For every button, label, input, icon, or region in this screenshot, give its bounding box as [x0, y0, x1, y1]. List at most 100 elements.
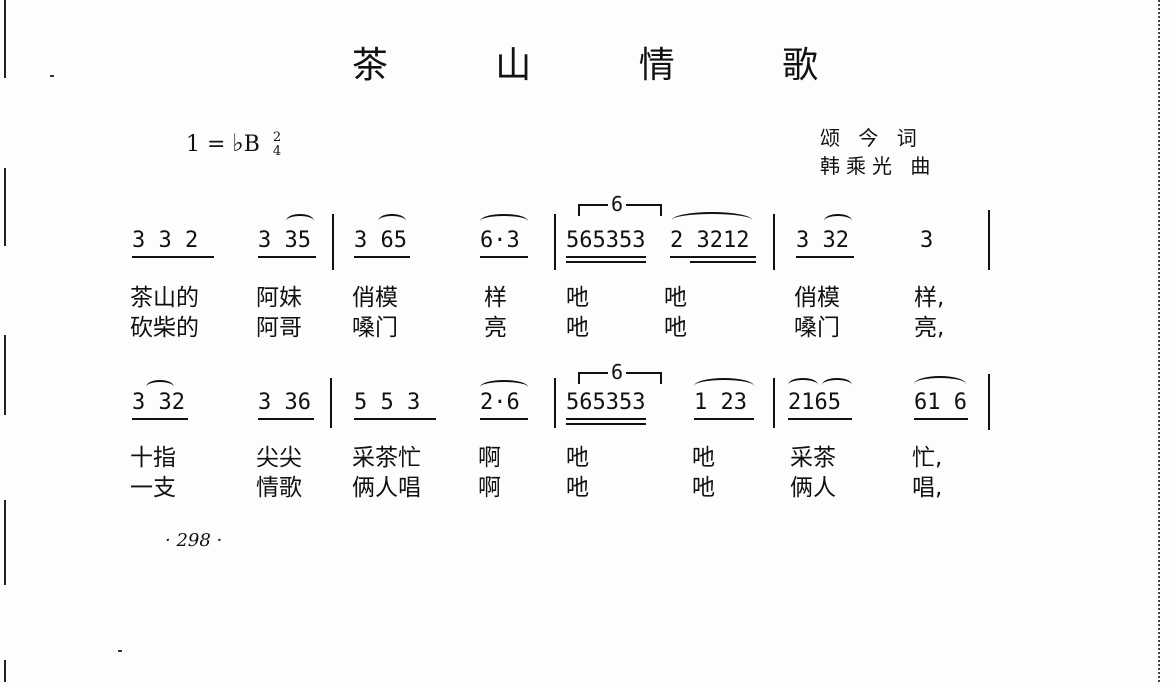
margin-line-2 [4, 168, 6, 246]
lyric-syllable: 亮 [484, 315, 507, 341]
lyric-syllable: 忙, [912, 445, 943, 471]
jianpu-beat: 565353 [566, 390, 646, 415]
jianpu-beat: 6·3 [480, 228, 520, 253]
speck [118, 650, 122, 652]
jianpu-beat: 3 36 [258, 390, 311, 415]
credits: 颂 今 词 韩乘光 曲 [820, 124, 936, 180]
lyric-syllable: 十指 [130, 445, 176, 471]
lyric-syllable: 吔 [566, 315, 589, 341]
tuplet-number: 6 [608, 360, 627, 384]
lyric-syllable: 采茶忙 [352, 445, 421, 471]
lyric-syllable: 吔 [692, 445, 715, 471]
composer: 韩乘光 曲 [820, 154, 937, 178]
beat-underline [796, 256, 854, 258]
barline [773, 378, 775, 428]
lyric-syllable: 吔 [692, 475, 715, 501]
lyric-syllable: 啊 [478, 445, 501, 471]
slur [286, 214, 314, 228]
slur [480, 214, 528, 228]
margin-line-5 [4, 660, 6, 682]
page-number: · 298 · [165, 530, 223, 551]
jianpu-beat: 2·6 [480, 390, 520, 415]
lyric-syllable: 唱, [912, 475, 943, 501]
slur [824, 214, 852, 228]
slur [146, 380, 174, 394]
lyric-syllable: 吔 [566, 475, 589, 501]
flat-symbol: ♭ [232, 128, 244, 157]
barline [554, 214, 556, 270]
time-denominator: 4 [272, 144, 282, 159]
jianpu-beat: 2 3212 [670, 228, 750, 253]
right-edge-marks [1158, 0, 1163, 682]
lyric-syllable: 样 [484, 285, 507, 311]
lyric-syllable: 嗓门 [352, 315, 398, 341]
jianpu-beat: 61 6 [914, 390, 967, 415]
slur [914, 376, 966, 392]
lyric-syllable: 俩人唱 [352, 475, 421, 501]
slur [480, 380, 528, 394]
lyric-syllable: 吔 [664, 285, 687, 311]
lyric-syllable: 吔 [664, 315, 687, 341]
time-numerator: 2 [272, 130, 282, 145]
beat-underline [694, 418, 754, 420]
jianpu-beat: 3 32 [132, 390, 185, 415]
lyric-syllable: 一支 [130, 475, 176, 501]
jianpu-beat: 3 65 [354, 228, 407, 253]
barline [773, 214, 775, 270]
beat-underline [690, 261, 756, 263]
lyric-syllable: 俩人 [790, 475, 836, 501]
barline [988, 374, 990, 430]
beat-underline [566, 423, 646, 425]
jianpu-beat: 565353 [566, 228, 646, 253]
beat-underline [258, 256, 316, 258]
slur [694, 378, 754, 394]
margin-line-1 [4, 0, 6, 78]
key-note: B [243, 132, 260, 157]
jianpu-beat: 3 [920, 228, 934, 253]
slur [788, 378, 818, 392]
song-title: 茶 山 情 歌 [351, 45, 867, 86]
lyric-syllable: 茶山的 [130, 285, 199, 311]
slur [822, 378, 852, 392]
tuplet-number: 6 [608, 192, 627, 216]
lyric-syllable: 阿哥 [256, 315, 302, 341]
slur [672, 212, 752, 228]
beat-underline [132, 256, 214, 258]
lyric-syllable: 啊 [478, 475, 501, 501]
speck [50, 75, 54, 77]
lyric-syllable: 阿妹 [256, 285, 302, 311]
beat-underline [566, 261, 646, 263]
beat-underline [480, 256, 528, 258]
time-signature: 2 4 [273, 131, 281, 159]
beat-underline [354, 256, 410, 258]
barline [330, 378, 332, 428]
jianpu-beat: 1 23 [694, 390, 747, 415]
jianpu-beat: 3 3 2 [132, 228, 199, 253]
key-prefix: 1 = [186, 132, 233, 157]
lyric-syllable: 采茶 [790, 445, 836, 471]
beat-underline [480, 418, 528, 420]
lyricist: 颂 今 词 [820, 126, 923, 150]
jianpu-beat: 3 32 [796, 228, 849, 253]
lyric-syllable: 情歌 [256, 475, 302, 501]
lyric-syllable: 砍柴的 [130, 315, 199, 341]
beat-underline [132, 418, 188, 420]
lyric-syllable: 俏模 [352, 285, 398, 311]
jianpu-beat: 5 5 3 [354, 390, 421, 415]
beat-underline [914, 418, 968, 420]
beat-underline [566, 418, 646, 420]
jianpu-beat: 2165 [788, 390, 841, 415]
lyric-syllable: 吔 [566, 445, 589, 471]
margin-line-4 [4, 500, 6, 585]
beat-underline [566, 256, 646, 258]
barline [988, 210, 990, 270]
beat-underline [670, 256, 756, 258]
beat-underline [354, 418, 436, 420]
lyric-syllable: 吔 [566, 285, 589, 311]
lyric-syllable: 样, [914, 285, 945, 311]
key-signature: 1 = ♭B 2 4 [186, 128, 281, 159]
lyric-syllable: 俏模 [794, 285, 840, 311]
lyric-syllable: 嗓门 [794, 315, 840, 341]
barline [554, 378, 556, 428]
lyric-syllable: 尖尖 [256, 445, 302, 471]
